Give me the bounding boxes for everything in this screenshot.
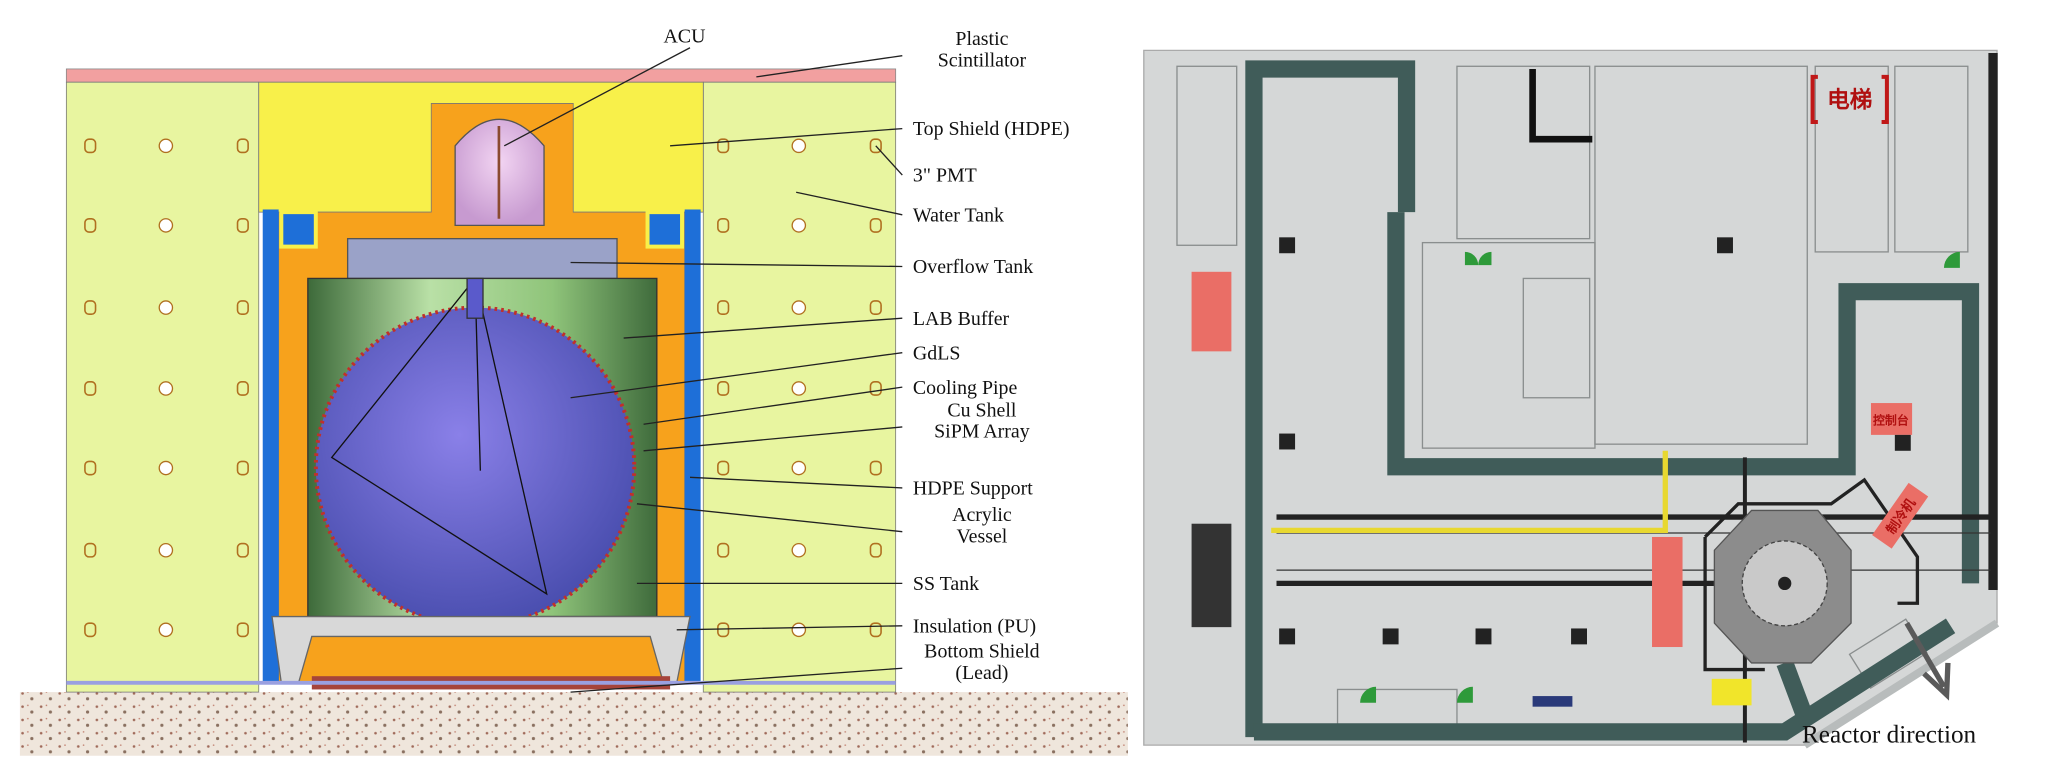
component-label: HDPE Support (913, 478, 1033, 500)
pmt-icon (236, 217, 249, 233)
pmt-icon (717, 138, 730, 154)
column-marker (1717, 237, 1733, 254)
building-outline (1802, 619, 2000, 749)
pmt-icon (84, 217, 97, 233)
component-label: Vessel (957, 525, 1008, 547)
component-label: Scintillator (938, 49, 1027, 71)
reactor-direction-label: Reactor direction (1802, 721, 1977, 748)
pmt-icon (717, 381, 730, 396)
pmt-icon (236, 460, 249, 476)
column-marker (1279, 237, 1296, 254)
equipment-block (1191, 523, 1232, 628)
pmt-icon (717, 217, 730, 233)
pmt-icon (84, 381, 97, 396)
red-equipment (1191, 271, 1232, 352)
pmt-icon (158, 460, 174, 476)
column-marker (1382, 628, 1399, 645)
plastic-scintillator (65, 68, 897, 83)
doors (1360, 251, 1960, 703)
calibration-cable (330, 278, 548, 596)
pmt-icon (158, 542, 174, 558)
component-label: Overflow Tank (913, 256, 1033, 278)
pmt-icon (158, 218, 174, 233)
pmt-icon (869, 542, 882, 558)
pmt-array (84, 138, 882, 638)
component-label: Plastic (955, 28, 1008, 50)
component-label: Cooling Pipe (913, 377, 1018, 399)
pmt-icon (717, 622, 730, 638)
acu-label: ACU (663, 25, 705, 47)
pmt-icon (869, 622, 882, 638)
pmt-icon (869, 300, 882, 316)
pmt-icon (869, 381, 882, 396)
component-label: SiPM Array (934, 421, 1030, 443)
pmt-icon (791, 218, 807, 233)
component-label: 3" PMT (913, 165, 977, 187)
svg-text:电梯: 电梯 (1827, 86, 1872, 113)
component-label: Top Shield (HDPE) (913, 118, 1070, 140)
pmt-icon (236, 138, 249, 154)
pmt-icon (717, 542, 730, 558)
corner-block (645, 210, 685, 249)
equipment-block (1532, 696, 1573, 707)
pmt-icon (84, 542, 97, 558)
ground (19, 692, 1128, 756)
pmt-icon (717, 460, 730, 476)
pmt-icon (158, 138, 174, 154)
component-label: Insulation (PU) (913, 615, 1036, 637)
svg-text:控制台: 控制台 (1873, 413, 1909, 427)
pmt-icon (84, 300, 97, 316)
pmt-icon (158, 381, 174, 396)
detector-area-outline (1703, 477, 1920, 672)
gdls-sphere (313, 305, 637, 628)
column-marker (1279, 433, 1296, 450)
component-label: GdLS (913, 342, 961, 364)
floor-plan: 电梯 控制台 制冷机 Reactor direction (1143, 49, 2000, 749)
column-marker (1279, 628, 1296, 645)
pmt-icon (84, 460, 97, 476)
pmt-icon (236, 381, 249, 396)
column-marker (1571, 628, 1587, 645)
pmt-icon (869, 138, 882, 154)
yellow-equipment (1711, 678, 1752, 706)
component-label: (Lead) (955, 662, 1008, 684)
component-label: LAB Buffer (913, 308, 1010, 330)
component-label: SS Tank (913, 573, 979, 595)
elevator-label: 电梯 (1810, 74, 1889, 124)
component-label: Cu Shell (947, 399, 1017, 421)
pmt-icon (84, 622, 97, 638)
pmt-icon (791, 381, 807, 396)
overflow-tank (346, 237, 618, 280)
pmt-icon (158, 622, 174, 638)
red-equipment (1652, 536, 1683, 648)
pmt-icon (791, 622, 807, 638)
pmt-icon (869, 460, 882, 476)
pmt-icon (84, 138, 97, 154)
pmt-icon (236, 622, 249, 638)
console-label: 控制台 (1870, 403, 1913, 451)
pmt-icon (236, 300, 249, 316)
hdpe-support-left (262, 209, 279, 683)
crane-rails (1271, 450, 1991, 743)
pmt-icon (717, 300, 730, 316)
walls (1245, 60, 1980, 741)
pmt-icon (791, 300, 807, 315)
column-marker (1475, 628, 1492, 645)
component-label: Bottom Shield (924, 641, 1040, 663)
pmt-icon (158, 300, 174, 315)
corner-block (279, 210, 318, 249)
reactor-direction-arrow-icon (1904, 621, 1951, 701)
pmt-icon (791, 542, 807, 558)
pmt-icon (869, 217, 882, 233)
component-label: Acrylic (952, 504, 1012, 526)
component-label: Water Tank (913, 204, 1004, 226)
pmt-icon (236, 542, 249, 558)
pmt-icon (791, 138, 807, 154)
pmt-icon (791, 460, 807, 476)
